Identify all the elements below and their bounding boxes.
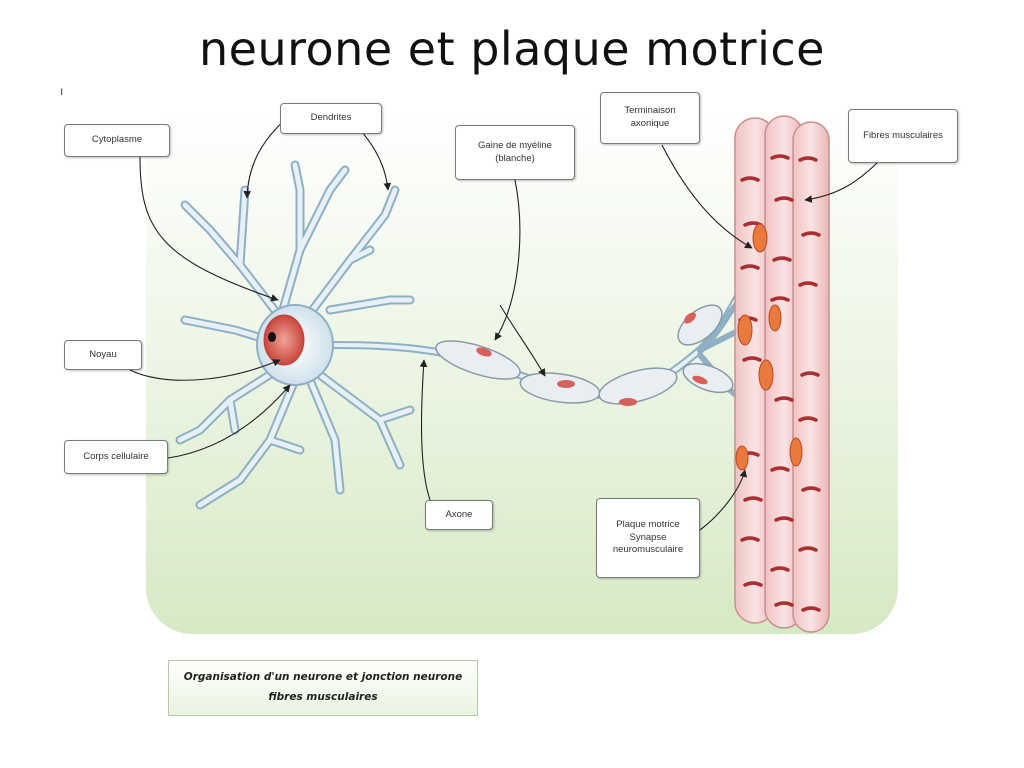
label-cytoplasme: Cytoplasme — [64, 124, 170, 157]
label-noyau: Noyau — [64, 340, 142, 370]
nucleus — [263, 314, 305, 366]
leader-lines — [129, 117, 881, 531]
nucleolus — [268, 332, 276, 342]
slide-title: neurone et plaque motrice — [199, 22, 825, 76]
figure-caption: Organisation d'un neurone et jonction ne… — [168, 660, 478, 716]
muscle-fibres — [734, 115, 830, 633]
label-fibres-musculaires: Fibres musculaires — [848, 109, 958, 163]
label-axone: Axone — [425, 500, 493, 530]
myelin-sheath — [435, 304, 734, 406]
label-terminaison-axonique: Terminaison axonique — [600, 92, 700, 144]
label-gaine-myeline: Gaine de myéline (blanche) — [455, 125, 575, 180]
label-plaque-motrice: Plaque motrice Synapse neuromusculaire — [596, 498, 700, 578]
label-corps-cellulaire: Corps cellulaire — [64, 440, 168, 474]
label-dendrites: Dendrites — [280, 103, 382, 134]
tick-mark: ı — [60, 84, 64, 98]
